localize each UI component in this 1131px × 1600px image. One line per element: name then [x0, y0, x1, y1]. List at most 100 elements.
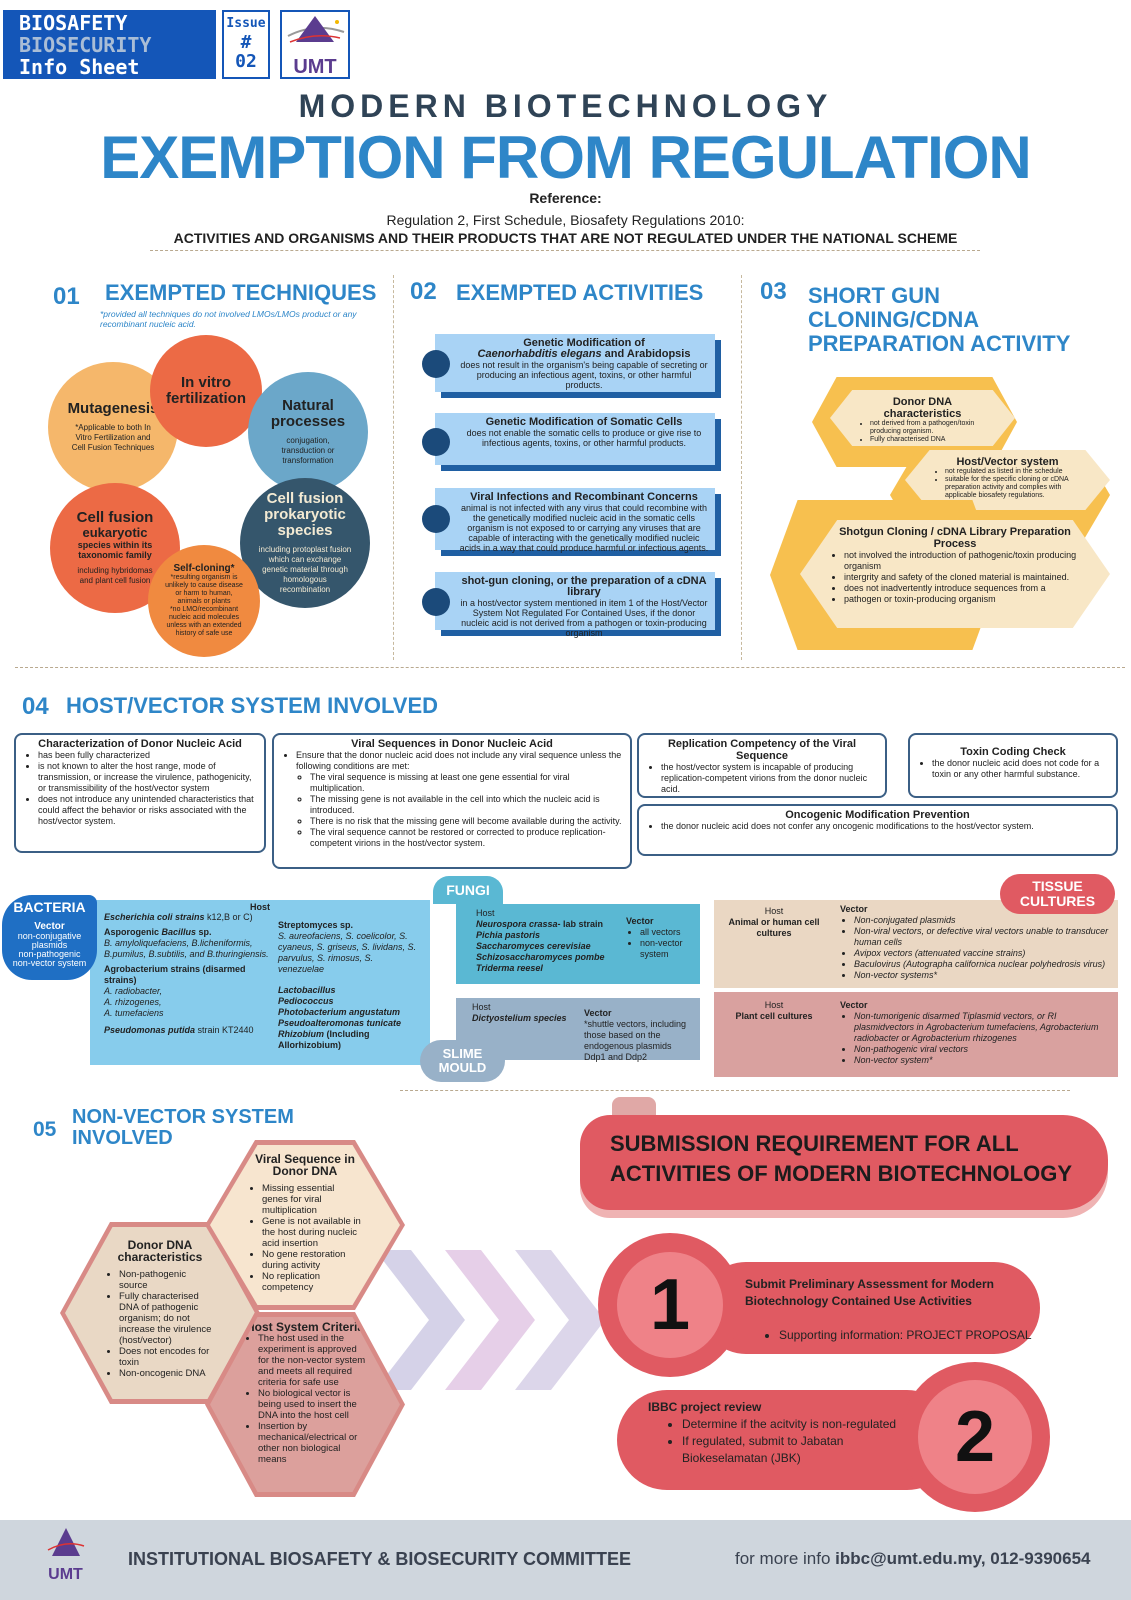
vector-label: Vector — [840, 904, 868, 914]
section-03-title: SHORT GUN CLONING/CDNA PREPARATION ACTIV… — [808, 283, 1071, 356]
vector-item: non-conjugative plasmids — [17, 931, 82, 950]
host-name: Escherichia coli strains — [104, 912, 205, 922]
host-detail: strain KT2440 — [195, 1025, 254, 1035]
tag-title: BACTERIA — [13, 899, 86, 915]
step-1-number: 1 — [617, 1252, 723, 1358]
box-title: Replication Competency of the Viral Sequ… — [667, 738, 857, 762]
section-01-note: *provided all techniques do not involved… — [100, 309, 357, 329]
vector-item: *shuttle vectors, including those based … — [584, 1019, 687, 1062]
vector-item: Non-pathogenic viral vectors — [854, 1044, 1115, 1055]
mutagenesis-title: Mutagenesis — [67, 400, 159, 417]
activity-card: Viral Infections and Recombinant Concern… — [435, 488, 715, 553]
card-title: Donor DNA characteristics — [883, 396, 962, 420]
section-01-title: EXEMPTED TECHNIQUES — [105, 280, 377, 305]
chevron-left-icon: « — [234, 470, 242, 486]
card-bullet: intergrity and safety of the cloned mate… — [844, 572, 1080, 583]
hex-title: Donor DNA characteristics — [117, 1238, 203, 1264]
activity-card: shot-gun cloning, or the preparation of … — [435, 572, 715, 638]
host-name: Triderma reesel — [476, 963, 543, 973]
hex-title: Viral Sequence in Donor DNA — [255, 1152, 355, 1178]
self-desc-1: *resulting organism is unlikely to cause… — [165, 574, 243, 605]
vector-item: Non-tumorigenic disarmed Tiplasmid vecto… — [854, 1011, 1115, 1044]
host-label: Host — [476, 908, 495, 918]
host-name: sp. — [196, 927, 212, 937]
tissue-cultures-tag: TISSUE CULTURES — [1000, 874, 1115, 914]
host-name: Agrobacterium strains (disarmed strains) — [104, 964, 246, 985]
box-sub-bullet: The missing gene is not available in the… — [310, 794, 622, 816]
chevron-up-icon: ︽ — [196, 525, 210, 541]
euk-title: Cell fusion — [76, 509, 154, 526]
vector-item: Avipox vectors (attenuated vaccine strai… — [854, 948, 1115, 959]
footer-logo: UMT — [38, 1526, 93, 1583]
host-species: A. radiobacter, — [104, 986, 163, 996]
vector-item: Baculovirus (Autographa californica nucl… — [854, 959, 1115, 970]
divider — [150, 250, 980, 251]
bacteria-host-panel: Host Escherichia coli strains k12,B or C… — [90, 900, 430, 1065]
vector-label: Vector — [584, 1008, 612, 1018]
host-name: Bacillus — [161, 927, 197, 937]
banner-line-2: BIOSECURITY — [19, 33, 152, 57]
chevron-down-icon: ︾ — [196, 454, 210, 470]
host-species: S. aureofaciens, S. coelicolor, S. cyane… — [278, 931, 417, 974]
reference-subtitle: ACTIVITIES AND ORGANISMS AND THEIR PRODU… — [173, 230, 958, 246]
vector-item: Non-vector system* — [854, 1055, 1115, 1066]
host-name: Animal or human cell cultures — [728, 917, 820, 938]
vector-label: Vector — [626, 916, 654, 926]
box-sub-bullet: The viral sequence cannot be restored or… — [310, 827, 622, 849]
self-title: Self-cloning* — [173, 563, 235, 574]
activity-title: Viral Infections and Recombinant Concern… — [470, 491, 698, 503]
prok-title: Cell fusion prokaryotic species — [264, 490, 346, 539]
footer-contact[interactable]: ibbc@umt.edu.my, 012-9390654 — [835, 1549, 1091, 1568]
box-title: Characterization of Donor Nucleic Acid — [38, 738, 242, 750]
host-label: Host — [764, 1000, 784, 1010]
hex-bullet: No replication competency — [262, 1271, 362, 1293]
card-bullet: pathogen or toxin-producing organism — [844, 594, 1080, 605]
box-bullet: has been fully characterized — [38, 750, 256, 761]
vector-label: Vector — [840, 1000, 868, 1010]
host-species: A. rhizogenes, — [104, 997, 162, 1007]
host-name: Neurospora crassa — [476, 919, 558, 929]
host-name: Saccharomyces cerevisiae — [476, 941, 591, 951]
hex-bullet: Insertion by mechanical/electrical or ot… — [258, 1421, 366, 1465]
footer-info-prefix: for more info — [735, 1549, 836, 1568]
card-title: Shotgun Cloning / cDNA Library Preparati… — [839, 526, 1071, 550]
box-title: Toxin Coding Check — [960, 746, 1066, 758]
cell-fusion-eukaryotic-bubble: Cell fusion eukaryotic species within it… — [50, 483, 180, 613]
card-bullet: suitable for the specific cloning or cDN… — [945, 476, 1084, 500]
host-species: A. tumefaciens — [104, 1008, 164, 1018]
donor-dna-card: Donor DNA characteristics not derived fr… — [830, 390, 1015, 446]
section-04-title: HOST/VECTOR SYSTEM INVOLVED — [66, 693, 439, 718]
activity-card: Genetic Modification of Somatic Cells do… — [435, 413, 715, 465]
activity-marker-icon — [422, 350, 450, 378]
host-name: Pseudoalteromonas tunicate — [278, 1018, 402, 1028]
activity-card: Genetic Modification of Caenorhabditis e… — [435, 334, 715, 392]
activity-bullet: in a host/vector system mentioned in ite… — [460, 598, 708, 638]
self-desc-2: *no LMO/recombinant nucleic acid molecul… — [166, 606, 242, 637]
natural-title: Natural processes — [270, 397, 346, 430]
submission-title: SUBMISSION REQUIREMENT FOR ALL ACTIVITIE… — [610, 1131, 1073, 1186]
vector-item: all vectors — [640, 927, 696, 938]
vector-item: Non-vector systems* — [854, 970, 1115, 981]
section-05-number: 05 — [33, 1118, 57, 1141]
section-03-number: 03 — [760, 278, 787, 305]
box-bullet: the host/vector system is incapable of p… — [661, 762, 877, 795]
mutagenesis-desc: *Applicable to both In Vitro Fertilizati… — [71, 423, 155, 452]
step-bullet: Supporting information: PROJECT PROPOSAL — [779, 1328, 1032, 1342]
card-bullet: not derived from a pathogen/toxin produc… — [870, 420, 989, 436]
card-bullet: does not inadvertently introduce sequenc… — [844, 583, 1080, 594]
logo-text: UMT — [293, 56, 337, 78]
issue-label: Issue — [226, 16, 266, 31]
title-kicker: MODERN BIOTECHNOLOGY — [298, 88, 833, 124]
activity-bullet: organism is not exposed to or carrying a… — [459, 523, 709, 553]
host-detail: - lab strain — [557, 919, 604, 929]
vector-item: non-vector system — [12, 958, 87, 968]
box-bullet: is not known to alter the host range, mo… — [38, 761, 256, 794]
fungi-panel: Host Neurospora crassa- lab strain Pichi… — [456, 904, 700, 984]
section-01-number: 01 — [53, 283, 80, 310]
donor-characterization-box: Characterization of Donor Nucleic Acid h… — [14, 733, 266, 853]
activity-marker-icon — [422, 428, 450, 456]
euk-sub: eukaryotic — [82, 525, 148, 540]
host-detail: (Including Allorhizobium) — [278, 1029, 370, 1050]
activity-marker-icon — [422, 588, 450, 616]
